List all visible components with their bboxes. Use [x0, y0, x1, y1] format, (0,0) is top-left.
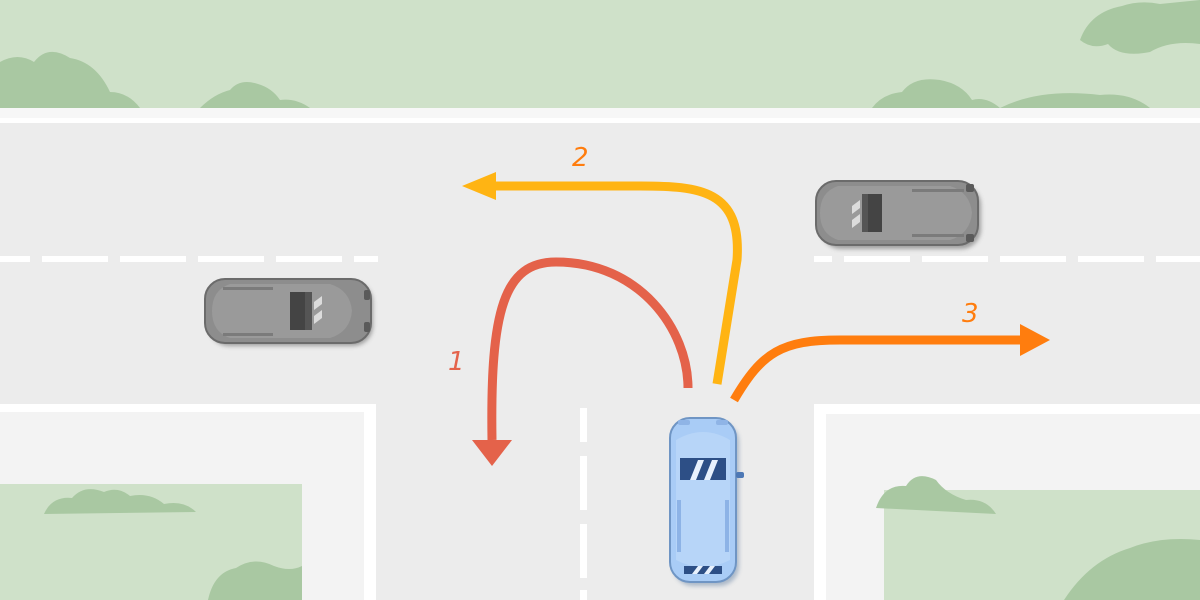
- lane-markings: [0, 256, 1200, 600]
- route-1-label: 1: [448, 347, 465, 377]
- route-3-label: 3: [962, 299, 979, 329]
- cross-traffic-car: [204, 278, 373, 346]
- own-car: [669, 417, 744, 586]
- route-2-label: 2: [572, 143, 589, 173]
- bushes-top: [0, 0, 1200, 108]
- grass-top: [0, 0, 1200, 108]
- oncoming-car: [815, 180, 981, 249]
- route-1-arrow: [472, 257, 693, 466]
- block-bottom-left: [0, 404, 376, 600]
- route-2-arrow: [462, 172, 742, 385]
- curb-top-line: [0, 118, 1200, 123]
- curb-top: [0, 108, 1200, 120]
- route-3-arrow: [730, 324, 1050, 403]
- block-bottom-right: [814, 404, 1200, 600]
- road-vertical: [372, 400, 818, 600]
